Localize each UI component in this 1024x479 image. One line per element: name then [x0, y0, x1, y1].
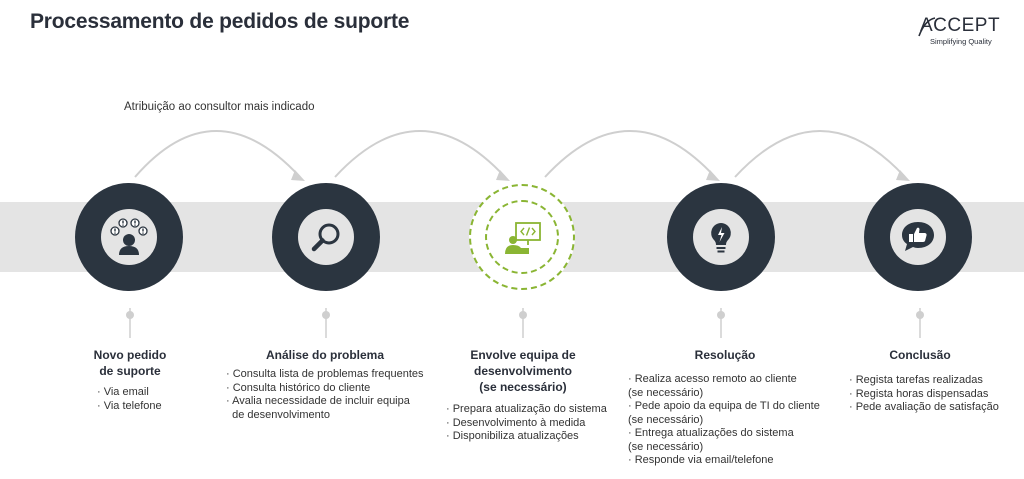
thumbs-up-chat-icon: [902, 222, 934, 251]
list-item: · Disponibiliza atualizações: [446, 430, 579, 442]
step-2-icon-circle: [298, 209, 354, 265]
step-5-icon-circle: [890, 209, 946, 265]
step-3-title: Envolve equipa de desenvolvimento (se ne…: [470, 348, 576, 394]
step-2-title: Análise do problema: [265, 348, 385, 362]
step-1-title: Novo pedido de suporte: [93, 348, 167, 378]
step-3-inner-ring: [485, 200, 559, 274]
list-item: · Entrega atualizações do sistema: [628, 427, 794, 439]
person-questions-icon: [110, 218, 148, 255]
step-5-connector: [916, 308, 924, 338]
step-1-icon-circle: [101, 209, 157, 265]
list-item: de desenvolvimento: [226, 408, 330, 421]
step-1-node: [75, 183, 183, 291]
step-5-node: [864, 183, 972, 291]
list-item: (se necessário): [628, 440, 704, 453]
page-title: Processamento de pedidos de suporte: [30, 10, 410, 33]
step-2-node: [272, 183, 380, 291]
step-4-node: [667, 183, 775, 291]
list-item: · Pede avaliação de satisfação: [849, 401, 999, 413]
list-item: (se necessário): [628, 413, 704, 426]
arrowhead-1: [291, 170, 305, 181]
logo-tagline: Simplifying Quality: [930, 37, 992, 46]
list-item: · Avalia necessidade de incluir equipa: [226, 395, 410, 407]
list-item: · Via email: [97, 386, 149, 398]
arrowhead-2: [496, 170, 510, 181]
arc-1: [134, 130, 301, 178]
list-item: · Regista horas dispensadas: [849, 387, 989, 400]
accept-logo: ACCEPT Simplifying Quality: [918, 15, 1010, 49]
list-item: · Prepara atualização do sistema: [446, 403, 607, 415]
arrowhead-3: [706, 170, 720, 181]
assignment-label: Atribuição ao consultor mais indicado: [124, 101, 315, 113]
step-1-connector: [126, 308, 134, 338]
list-item: · Pede apoio da equipa de TI do cliente: [628, 400, 820, 412]
step-3-connector: [519, 308, 527, 338]
magnifier-icon: [311, 223, 340, 252]
step-2-list: · Consulta lista de problemas frequentes…: [226, 368, 424, 422]
arc-2: [334, 130, 506, 178]
step-3-node: [469, 184, 575, 290]
list-item: · Regista tarefas realizadas: [849, 374, 983, 386]
list-item: · Responde via email/telefone: [628, 454, 774, 466]
arrowhead-4: [896, 170, 910, 181]
list-item: · Via telefone: [97, 399, 162, 412]
list-item: · Consulta lista de problemas frequentes: [226, 368, 424, 380]
step-1-list: · Via email · Via telefone: [97, 386, 162, 413]
step-3-list: · Prepara atualização do sistema · Desen…: [446, 403, 607, 444]
step-4-icon-circle: [693, 209, 749, 265]
step-4-connector: [717, 308, 725, 338]
step-2-connector: [322, 308, 330, 338]
arc-4: [734, 130, 906, 178]
arc-3: [544, 130, 716, 178]
list-item: · Desenvolvimento à medida: [446, 416, 586, 429]
list-item: · Realiza acesso remoto ao cliente: [628, 373, 797, 385]
step-4-list: · Realiza acesso remoto ao cliente (se n…: [628, 373, 820, 468]
list-item: (se necessário): [628, 386, 704, 399]
logo-word: ACCEPT: [920, 15, 1001, 36]
logo-swoosh-icon: [918, 17, 936, 37]
list-item: · Consulta histórico do cliente: [226, 381, 371, 394]
step-4-title: Resolução: [694, 348, 756, 362]
step-5-title: Conclusão: [889, 348, 951, 362]
step-5-list: · Regista tarefas realizadas · Regista h…: [849, 374, 999, 415]
lightbulb-icon: [711, 223, 731, 253]
developer-screen-icon: [505, 222, 541, 254]
